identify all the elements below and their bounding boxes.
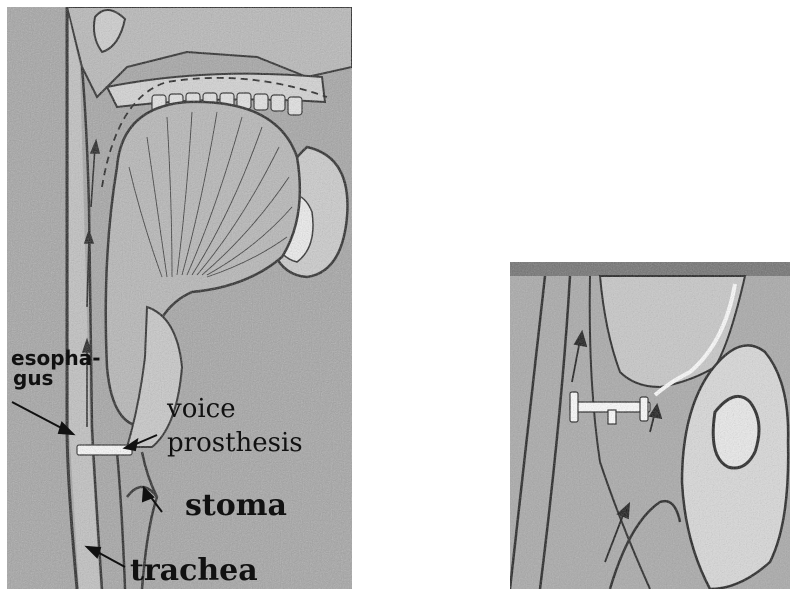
closeup-svg: [510, 262, 790, 589]
anatomy-svg: esopha- gus voice prosthesis stoma trach…: [7, 7, 352, 589]
label-stoma: stoma: [185, 488, 287, 523]
closeup-noise-texture: [510, 262, 790, 589]
label-trachea: trachea: [130, 553, 258, 588]
anatomy-diagram-full: esopha- gus voice prosthesis stoma trach…: [7, 7, 352, 589]
prosthesis-closeup: [510, 262, 790, 589]
noise-texture: [7, 7, 352, 589]
label-esophagus-2: gus: [13, 366, 53, 390]
label-prosthesis: prosthesis: [167, 428, 303, 458]
label-voice: voice: [166, 394, 236, 424]
